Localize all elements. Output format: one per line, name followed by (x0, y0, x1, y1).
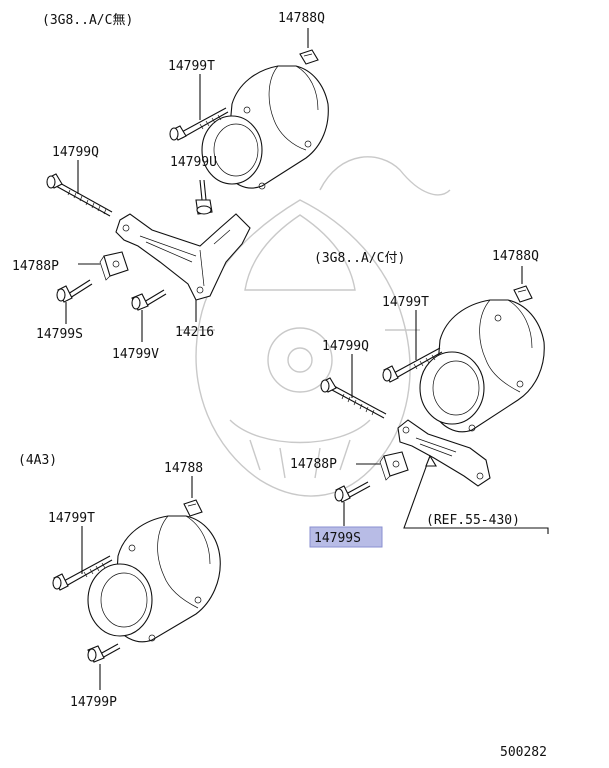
alternator-bottom (87, 515, 221, 643)
highlight-14799s-right (309, 526, 383, 548)
ref-label[interactable]: (REF.55-430) (426, 513, 520, 528)
group-label-top: (3G8..A/C無) (42, 13, 133, 28)
bolt-14799s-right (334, 481, 371, 503)
label-14799s-right[interactable]: 14799S (314, 531, 361, 546)
bolt-14799q-top (46, 173, 113, 217)
bolt-14799q-right (320, 377, 387, 419)
square-nut-14788p-right (379, 451, 409, 481)
watermark-crest-icon (180, 156, 451, 497)
label-14799v: 14799V (112, 347, 159, 362)
label-14799t-bottom: 14799T (48, 511, 95, 526)
ref-arrow-icon (425, 454, 437, 467)
label-14799q-right: 14799Q (322, 339, 369, 354)
clip-nut-14788q-right (513, 285, 533, 303)
bracket-14216 (115, 213, 251, 301)
label-14799t-top: 14799T (168, 59, 215, 74)
label-14788p-right: 14788P (290, 457, 337, 472)
bracket-ref-55-430 (397, 419, 491, 487)
diagram-id: 500282 (500, 745, 547, 760)
label-14788: 14788 (164, 461, 203, 476)
square-nut-14788p-top (99, 251, 129, 281)
label-14799p: 14799P (70, 695, 117, 710)
label-14799u: 14799U (170, 155, 217, 170)
label-14799q-top: 14799Q (52, 145, 99, 160)
group-label-right: (3G8..A/C付) (314, 251, 405, 266)
label-14788q-right: 14788Q (492, 249, 539, 264)
bolt-14799t-right (382, 347, 443, 383)
clip-nut-14788 (183, 499, 203, 517)
group-label-bottom: (4A3) (18, 453, 57, 468)
label-14788p-top: 14788P (12, 259, 59, 274)
label-14799t-right: 14799T (382, 295, 429, 310)
bolt-14799p (87, 643, 121, 663)
bolt-14799v (131, 289, 167, 311)
bolt-14799t-top (169, 107, 229, 141)
label-14788q-top: 14788Q (278, 11, 325, 26)
bolt-14799u (195, 179, 213, 215)
alternator-right (419, 299, 545, 433)
clip-nut-14788q-top (299, 49, 319, 65)
ref-leader-line (403, 455, 549, 534)
alternator-top (201, 65, 329, 190)
bolt-14799t-bottom (52, 555, 113, 591)
label-14799s-top: 14799S (36, 327, 83, 342)
label-14216: 14216 (175, 325, 214, 340)
bolt-14799s-top (56, 279, 93, 303)
